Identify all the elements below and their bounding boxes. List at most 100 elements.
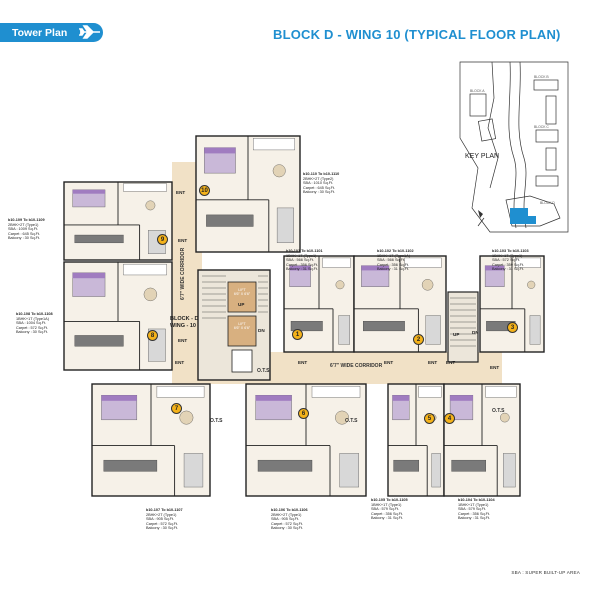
entry-marker: ENT xyxy=(490,365,500,370)
flat-6-balcony xyxy=(311,386,361,398)
flat-4-kitchen xyxy=(503,453,516,488)
wing-label-block: BLOCK - D xyxy=(170,316,199,322)
key-plan-block-d: BLOCK D xyxy=(540,201,555,205)
stair-down-label: DN xyxy=(472,330,479,335)
flat-8-pillow xyxy=(72,272,106,279)
flat-6-dining xyxy=(335,410,349,425)
flat-7-balcony xyxy=(156,386,205,398)
stair-up-label: UP xyxy=(453,332,460,337)
unit-number-badge: 9 xyxy=(157,234,168,245)
key-plan-block-b: BLOCK B xyxy=(534,75,549,79)
wing-label-wing: WING - 10 xyxy=(170,323,196,329)
entry-marker: ENT xyxy=(176,190,186,195)
flat-3-kitchen xyxy=(529,315,541,345)
flat-1-kitchen xyxy=(338,315,351,345)
unit-number-badge: 8 xyxy=(147,330,158,341)
flat-9-pillow xyxy=(72,189,106,194)
flat-4-sofa xyxy=(451,459,487,472)
flat-2-dining xyxy=(421,279,434,291)
flat-2-sofa xyxy=(363,321,405,332)
unit-number-badge: 7 xyxy=(171,403,182,414)
entry-marker: ENT xyxy=(178,338,188,343)
flat-6-kitchen xyxy=(339,453,360,488)
flat-10-dining xyxy=(272,164,286,178)
flat-7-kitchen xyxy=(183,453,204,488)
flat-10-pillow xyxy=(204,147,236,154)
flat-3-dining xyxy=(527,280,536,289)
flat-10-balcony xyxy=(252,138,295,151)
page-title: BLOCK D - WING 10 (TYPICAL FLOOR PLAN) xyxy=(273,27,561,42)
flat-6-sofa xyxy=(257,459,313,472)
entry-marker: ENT xyxy=(178,238,188,243)
key-plan-block-c: BLOCK C xyxy=(534,125,549,129)
flat-4-balcony xyxy=(485,386,517,398)
flat-1-pillow xyxy=(289,265,311,271)
flat-5-sofa xyxy=(393,459,420,472)
unit-number-badge: 4 xyxy=(444,413,455,424)
flat-7-dining xyxy=(179,410,194,425)
flat-10-sofa xyxy=(206,214,254,227)
flat-4-pillow xyxy=(450,395,473,401)
flat-3-balcony xyxy=(515,257,542,268)
flat-7-sofa xyxy=(103,459,158,472)
flat-7-pillow xyxy=(101,395,137,401)
flat-9-sofa xyxy=(74,234,124,244)
stair-down-label: DN xyxy=(258,328,265,333)
flat-2-pillow xyxy=(361,265,389,271)
entry-marker: ENT xyxy=(175,360,185,365)
airplane-icon xyxy=(79,25,100,39)
unit-number-badge: 3 xyxy=(507,322,518,333)
key-plan-label: KEY PLAN xyxy=(465,153,500,160)
flat-1-dining xyxy=(335,280,345,290)
flat-5-pillow xyxy=(392,395,410,401)
flat-9-balcony xyxy=(123,183,167,192)
key-plan-map: BLOCK A BLOCK B BLOCK C BLOCK D xyxy=(459,61,569,233)
flat-4-dining xyxy=(500,412,510,423)
flat-9-dining xyxy=(145,200,156,211)
unit-number-badge: 6 xyxy=(298,408,309,419)
tower-plan-tab[interactable]: Tower Plan xyxy=(0,23,103,42)
flat-8-sofa xyxy=(74,335,124,347)
flat-2-balcony xyxy=(404,257,442,268)
ots-label: O.T.S xyxy=(345,418,358,424)
unit-number-badge: 1 xyxy=(292,329,303,340)
ots-label: O.T.S xyxy=(492,408,505,414)
entry-marker: ENT xyxy=(298,360,308,365)
unit-number-badge: 5 xyxy=(424,413,435,424)
flat-8-dining xyxy=(143,287,158,302)
flat-5-balcony xyxy=(418,386,442,398)
flat-1-sofa xyxy=(290,321,323,332)
vertical-corridor-label: 6'7" WIDE CORRIDOR xyxy=(180,247,186,300)
key-plan-block-a: BLOCK A xyxy=(470,89,485,93)
ots-label: O.T.S xyxy=(210,418,223,424)
footer-note: SBA : SUPER BUILT-UP AREA xyxy=(511,570,580,575)
horizontal-corridor-label: 6'7" WIDE CORRIDOR xyxy=(330,363,383,369)
flat-2-kitchen xyxy=(425,315,441,345)
tower-plan-label: Tower Plan xyxy=(12,26,68,39)
flat-3-pillow xyxy=(485,265,505,271)
ots-label: O.T.S xyxy=(257,368,270,374)
entry-marker: ENT xyxy=(428,360,438,365)
unit-number-badge: 2 xyxy=(413,334,424,345)
unit-number-badge: 10 xyxy=(199,185,210,196)
flat-1-balcony xyxy=(322,257,351,268)
wing-label: BLOCK - D WING - 10 xyxy=(170,316,198,330)
flat-8-balcony xyxy=(123,263,167,276)
entry-marker: ENT xyxy=(384,360,394,365)
flat-5-kitchen xyxy=(431,453,441,488)
entry-marker: ENT xyxy=(446,360,456,365)
stair-up-label: UP xyxy=(238,302,245,307)
